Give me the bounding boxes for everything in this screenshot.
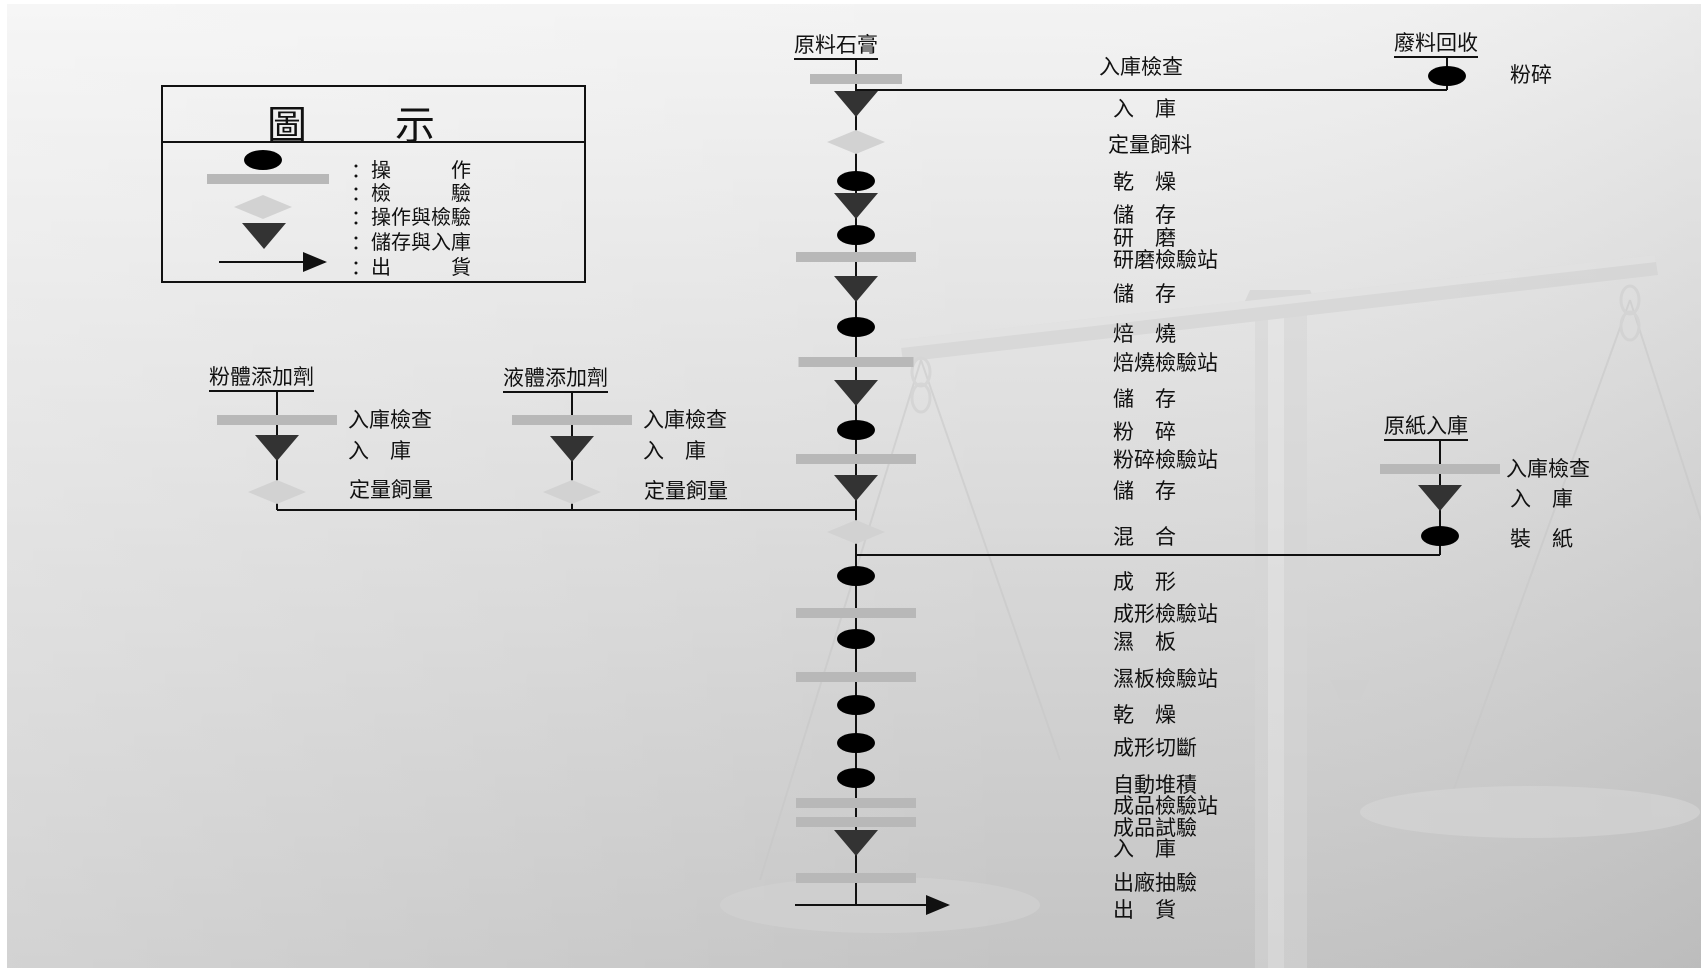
inspection-symbol [217, 415, 337, 425]
main-step-label: 乾 燥 [1113, 170, 1176, 194]
operation-symbol [837, 768, 875, 788]
main-step-label: 濕 板 [1113, 630, 1176, 654]
inspection-symbol [1380, 464, 1500, 474]
inspection-symbol [207, 174, 329, 184]
legend-label-operation: ：操 作 [351, 158, 471, 182]
paper-step-label: 裝 紙 [1510, 527, 1573, 551]
inspection-symbol [798, 357, 914, 367]
paper-step-label: 入庫檢查 [1506, 457, 1590, 481]
legend-label-storage: ：儲存與入庫 [351, 230, 471, 254]
main-step-label: 出廠抽驗 [1113, 871, 1197, 895]
inspection-symbol [796, 252, 916, 262]
legend-title: 圖示 [267, 103, 523, 149]
operation-inspection-symbol [248, 480, 306, 504]
source-raw-gypsum: 原料石膏 [794, 35, 878, 60]
inspection-symbol [796, 672, 916, 682]
main-step-label: 成形檢驗站 [1113, 602, 1218, 626]
storage-symbol [255, 435, 299, 461]
main-step-label: 研 磨 [1113, 226, 1176, 250]
inspection-symbol [796, 817, 916, 827]
main-step-label: 成 形 [1113, 570, 1176, 594]
liquid-step-label: 入 庫 [643, 439, 706, 463]
main-step-label: 成品檢驗站 [1113, 794, 1218, 818]
main-step-label: 自動堆積 [1113, 773, 1197, 797]
main-step-label: 儲 存 [1113, 282, 1176, 306]
operation-symbol [244, 150, 282, 170]
main-step-label: 乾 燥 [1113, 703, 1176, 727]
main-step-label: 焙燒檢驗站 [1113, 351, 1218, 375]
powder-step-label: 入庫檢查 [348, 408, 432, 432]
source-waste-recycling: 廢料回收 [1394, 33, 1478, 58]
inspection-symbol [810, 74, 902, 84]
legend-header: 圖示 [163, 87, 584, 149]
operation-symbol [837, 629, 875, 649]
main-step-label: 入 庫 [1113, 837, 1176, 861]
operation-inspection-symbol [543, 480, 601, 504]
operation-symbol [837, 171, 875, 191]
operation-inspection-symbol [234, 195, 292, 219]
main-step-label: 定量飼料 [1108, 133, 1192, 157]
main-step-label: 儲 存 [1113, 387, 1176, 411]
storage-symbol [834, 193, 878, 219]
inspection-symbol [796, 454, 916, 464]
operation-symbol [837, 566, 875, 586]
storage-symbol [242, 223, 286, 249]
main-step-label: 入庫檢查 [1099, 55, 1183, 79]
recycle-step-crush: 粉碎 [1510, 63, 1552, 87]
main-step-label: 混 合 [1113, 525, 1176, 549]
main-step-label: 出 貨 [1113, 898, 1176, 922]
operation-symbol [837, 733, 875, 753]
main-step-label: 入 庫 [1113, 97, 1176, 121]
storage-symbol [550, 436, 594, 462]
main-step-label: 粉碎檢驗站 [1113, 448, 1218, 472]
inspection-symbol [512, 415, 632, 425]
operation-symbol [1428, 66, 1466, 86]
main-step-label: 研磨檢驗站 [1113, 248, 1218, 272]
main-step-label: 成品試驗 [1113, 816, 1197, 840]
source-liquid-additive: 液體添加劑 [503, 368, 608, 393]
storage-symbol [1418, 485, 1462, 511]
liquid-step-label: 入庫檢查 [643, 408, 727, 432]
balance-scale-watermark [720, 255, 1701, 968]
inspection-symbol [796, 798, 916, 808]
main-step-label: 焙 燒 [1113, 322, 1176, 346]
inspection-symbol [796, 608, 916, 618]
main-step-label: 儲 存 [1113, 479, 1176, 503]
operation-symbol [837, 317, 875, 337]
paper-step-label: 入 庫 [1510, 487, 1573, 511]
legend-label-shipment: ：出 貨 [351, 255, 471, 279]
operation-inspection-symbol [827, 130, 885, 154]
main-step-label: 成形切斷 [1113, 736, 1197, 760]
storage-symbol [834, 475, 878, 501]
operation-symbol [837, 695, 875, 715]
source-powder-additive: 粉體添加劑 [209, 367, 314, 392]
source-paper-intake: 原紙入庫 [1384, 416, 1468, 441]
operation-symbol [837, 225, 875, 245]
liquid-step-label: 定量飼量 [644, 479, 728, 503]
storage-symbol [834, 830, 878, 856]
main-step-label: 濕板檢驗站 [1113, 667, 1218, 691]
inspection-symbol [796, 873, 916, 883]
storage-symbol [834, 91, 878, 117]
storage-symbol [834, 276, 878, 302]
legend-label-operation-inspection: ：操作與檢驗 [351, 205, 471, 229]
legend: 圖示 [161, 85, 586, 283]
operation-inspection-symbol [827, 520, 885, 544]
main-step-label: 儲 存 [1113, 203, 1176, 227]
powder-step-label: 入 庫 [348, 439, 411, 463]
operation-symbol [837, 420, 875, 440]
legend-label-inspection: ：檢 驗 [351, 181, 471, 205]
storage-symbol [834, 380, 878, 406]
powder-step-label: 定量飼量 [349, 478, 433, 502]
operation-symbol [1421, 526, 1459, 546]
flow-symbols [207, 66, 1500, 883]
main-step-label: 粉 碎 [1113, 420, 1176, 444]
